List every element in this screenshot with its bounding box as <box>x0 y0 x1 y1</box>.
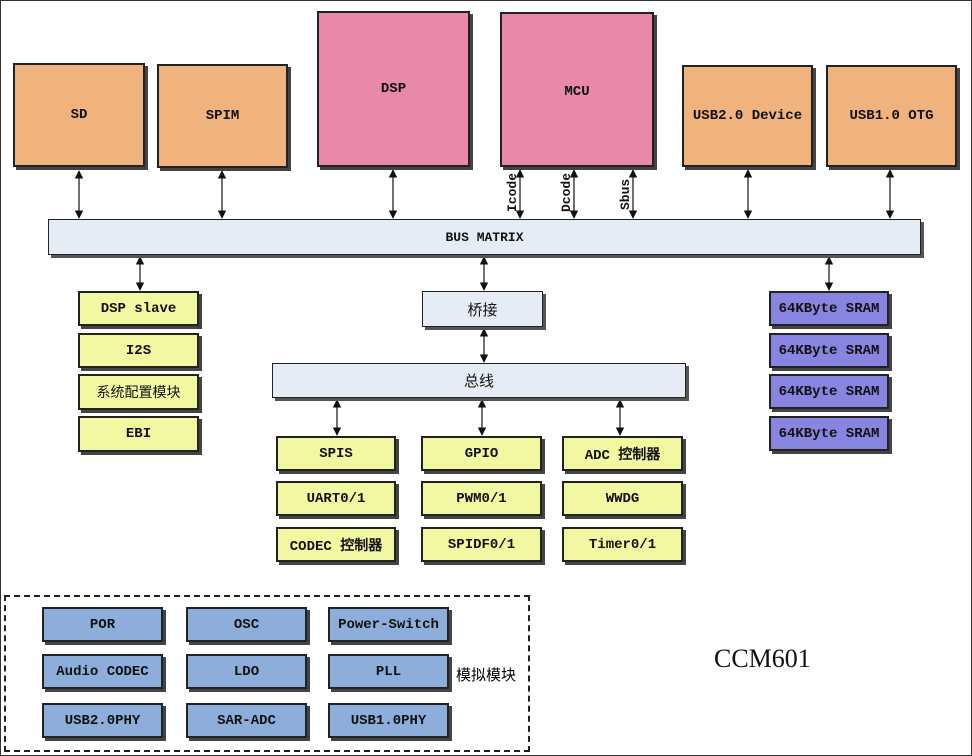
usb1-phy-block: USB1.0PHY <box>328 703 449 738</box>
timer-label: Timer0/1 <box>588 536 657 553</box>
dsp-block: DSP <box>317 11 470 167</box>
bus-matrix: BUS MATRIX <box>48 219 921 255</box>
spidf-block: SPIDF0/1 <box>421 527 542 562</box>
por-label: POR <box>89 616 116 633</box>
spim-block: SPIM <box>157 64 288 168</box>
bus-block: 总线 <box>272 363 686 398</box>
sar-adc-label: SAR-ADC <box>217 712 276 729</box>
sysconfig-block: 系统配置模块 <box>78 374 199 410</box>
por-block: POR <box>42 607 163 642</box>
i2s-block: I2S <box>78 333 199 368</box>
usb1-phy-label: USB1.0PHY <box>350 712 427 729</box>
sram-block-1: 64KByte SRAM <box>769 291 889 326</box>
bus-label: 总线 <box>463 372 494 390</box>
icode-label: Icode <box>505 172 520 212</box>
usb2-device-block: USB2.0 Device <box>682 65 813 167</box>
spis-label: SPIS <box>319 445 353 462</box>
mcu-block: MCU <box>500 12 654 167</box>
uart-label: UART0/1 <box>306 490 366 507</box>
pwm-label: PWM0/1 <box>456 490 507 507</box>
sd-label: SD <box>70 107 88 123</box>
bridge-label: 桥接 <box>467 300 498 319</box>
mcu-label: MCU <box>564 84 590 100</box>
pll-block: PLL <box>328 654 449 689</box>
usb1-otg-block: USB1.0 OTG <box>826 65 957 167</box>
spim-label: SPIM <box>205 108 240 124</box>
spis-block: SPIS <box>276 436 396 471</box>
codec-ctrl-block: CODEC 控制器 <box>276 527 396 562</box>
chip-name: CCM601 <box>714 644 811 673</box>
sram-label: 64KByte SRAM <box>778 342 880 359</box>
bridge-block: 桥接 <box>422 291 543 327</box>
dsp-slave-block: DSP slave <box>78 291 199 326</box>
ldo-block: LDO <box>186 654 307 689</box>
usb2-phy-block: USB2.0PHY <box>42 703 163 738</box>
uart-block: UART0/1 <box>276 481 396 516</box>
pll-label: PLL <box>375 663 402 680</box>
usb2-phy-label: USB2.0PHY <box>64 712 141 729</box>
analog-module-label: 模拟模块 <box>456 666 517 684</box>
sbus-label: Sbus <box>618 178 633 210</box>
audio-codec-label: Audio CODEC <box>56 663 149 680</box>
dsp-slave-label: DSP slave <box>100 300 177 317</box>
wwdg-label: WWDG <box>605 490 640 507</box>
sram-block-2: 64KByte SRAM <box>769 333 889 368</box>
sram-label: 64KByte SRAM <box>778 300 880 317</box>
sram-label: 64KByte SRAM <box>778 425 880 442</box>
power-switch-label: Power-Switch <box>338 616 439 633</box>
bus-matrix-label: BUS MATRIX <box>445 229 524 245</box>
wwdg-block: WWDG <box>562 481 683 516</box>
sram-block-3: 64KByte SRAM <box>769 374 889 409</box>
usb2-device-label: USB2.0 Device <box>692 108 803 124</box>
usb1-otg-label: USB1.0 OTG <box>849 108 934 124</box>
dcode-label: Dcode <box>559 172 574 212</box>
sram-block-4: 64KByte SRAM <box>769 416 889 451</box>
sram-label: 64KByte SRAM <box>778 383 880 400</box>
ebi-block: EBI <box>78 416 199 452</box>
gpio-block: GPIO <box>421 436 542 471</box>
sysconfig-label: 系统配置模块 <box>96 385 181 401</box>
adc-ctrl-label: ADC 控制器 <box>584 447 661 464</box>
ldo-label: LDO <box>233 663 260 680</box>
i2s-label: I2S <box>125 342 152 359</box>
analog-region <box>4 595 530 752</box>
osc-label: OSC <box>233 616 260 633</box>
pwm-block: PWM0/1 <box>421 481 542 516</box>
sd-block: SD <box>13 63 145 167</box>
sar-adc-block: SAR-ADC <box>186 703 307 738</box>
power-switch-block: Power-Switch <box>328 607 449 642</box>
spidf-label: SPIDF0/1 <box>447 536 516 553</box>
adc-ctrl-block: ADC 控制器 <box>562 436 683 471</box>
audio-codec-block: Audio CODEC <box>42 654 163 689</box>
gpio-label: GPIO <box>464 445 499 462</box>
timer-block: Timer0/1 <box>562 527 683 562</box>
codec-ctrl-label: CODEC 控制器 <box>289 538 383 555</box>
dsp-label: DSP <box>380 81 407 97</box>
ebi-label: EBI <box>125 426 152 442</box>
osc-block: OSC <box>186 607 307 642</box>
